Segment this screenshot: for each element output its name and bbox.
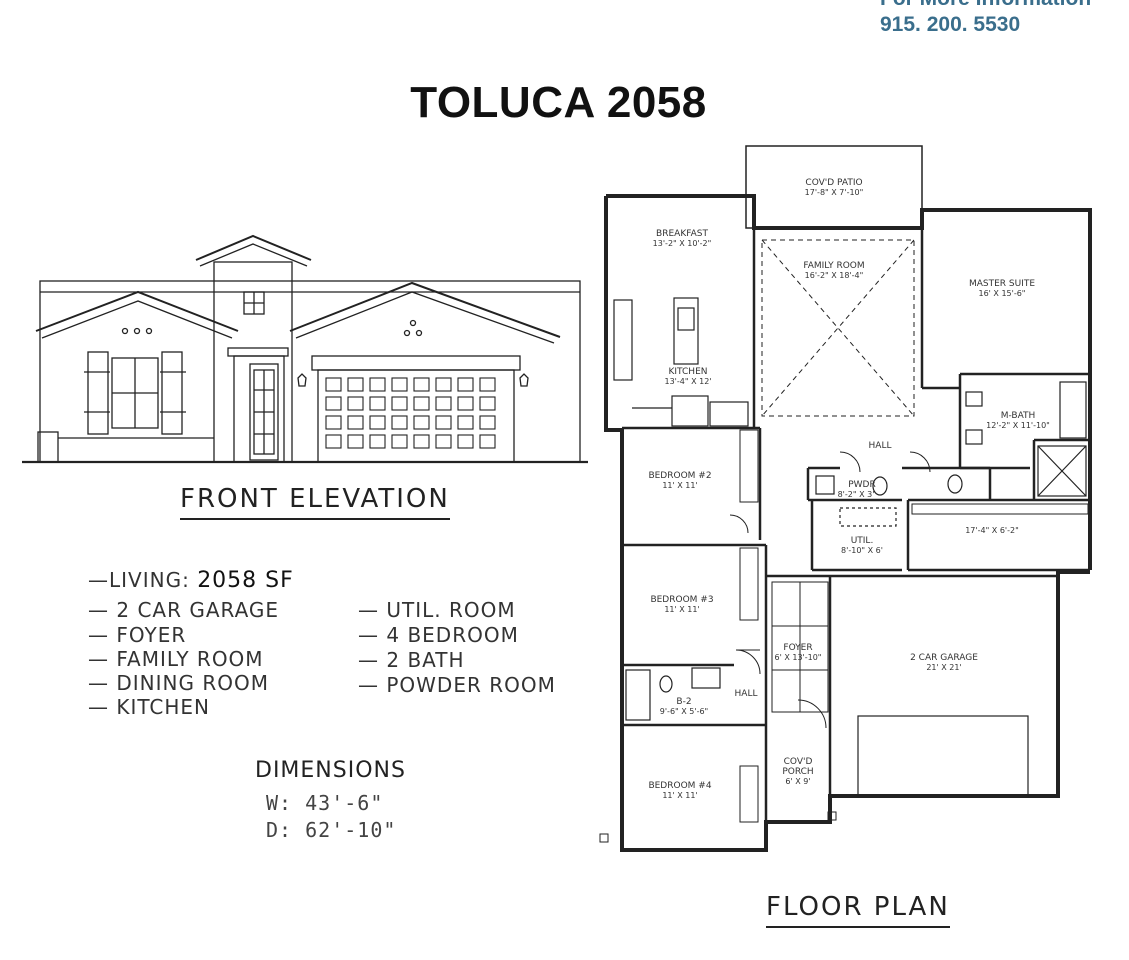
room-size: 17'-4" X 6'-2" bbox=[965, 526, 1019, 535]
feature-item: — 2 BATH bbox=[358, 648, 465, 672]
room-name: BEDROOM #4 bbox=[648, 781, 711, 791]
room-size: 11' X 11' bbox=[662, 481, 697, 490]
page-title: TOLUCA 2058 bbox=[410, 78, 707, 127]
room-size: 8'-10" X 6' bbox=[841, 546, 883, 555]
room-name: HALL bbox=[735, 689, 758, 699]
dimension-depth: D: 62'-10" bbox=[266, 818, 397, 842]
room-size: 16' X 15'-6" bbox=[979, 289, 1026, 298]
room-name: BEDROOM #3 bbox=[650, 595, 713, 605]
room-name: BEDROOM #2 bbox=[648, 471, 711, 481]
room-name: HALL bbox=[869, 441, 892, 451]
floor-plan-drawing bbox=[599, 145, 1092, 852]
feature-item: — 2 CAR GARAGE bbox=[88, 598, 280, 622]
dimensions-heading: DIMENSIONS bbox=[255, 758, 406, 783]
room-name: BREAKFAST bbox=[656, 229, 708, 239]
living-prefix: —LIVING: bbox=[88, 568, 190, 592]
room-labels: COV'D PATIO 17'-8" X 7'-10" BREAKFAST 13… bbox=[648, 178, 1049, 800]
room-size: 13'-2" X 10'-2" bbox=[653, 239, 712, 248]
contact-info: For More Information 915. 200. 5530 bbox=[880, 0, 1129, 38]
contact-phone: 915. 200. 5530 bbox=[880, 13, 1021, 36]
feature-item: — FAMILY ROOM bbox=[88, 647, 264, 671]
room-name: M-BATH bbox=[1001, 411, 1036, 421]
room-size: 11' X 11' bbox=[664, 605, 699, 614]
room-size: 6' X 9' bbox=[785, 777, 810, 786]
room-name: COV'D bbox=[784, 757, 813, 767]
living-area: —LIVING: 2058 SF bbox=[88, 568, 294, 593]
feature-item: — POWDER ROOM bbox=[358, 673, 556, 697]
room-name: FOYER bbox=[783, 643, 812, 653]
room-size: 8'-2" X 3' bbox=[838, 490, 875, 499]
room-name: 2 CAR GARAGE bbox=[910, 653, 978, 663]
room-size: 16'-2" X 18'-4" bbox=[805, 271, 864, 280]
room-size: 11' X 11' bbox=[662, 791, 697, 800]
room-name: B-2 bbox=[676, 697, 691, 707]
room-size: 21' X 21' bbox=[926, 663, 961, 672]
living-value: 2058 SF bbox=[197, 568, 294, 593]
front-elevation-label: FRONT ELEVATION bbox=[180, 484, 450, 520]
room-name: UTIL. bbox=[851, 536, 874, 546]
room-name: MASTER SUITE bbox=[969, 279, 1035, 289]
room-name: PWDR bbox=[848, 480, 876, 490]
front-elevation-drawing bbox=[22, 234, 588, 464]
room-name: FAMILY ROOM bbox=[803, 261, 864, 271]
feature-item: — DINING ROOM bbox=[88, 671, 269, 695]
feature-item: — KITCHEN bbox=[88, 695, 211, 719]
room-size: 6' X 13'-10" bbox=[775, 653, 822, 662]
room-size: 9'-6" X 5'-6" bbox=[660, 707, 708, 716]
room-size: 13'-4" X 12' bbox=[665, 377, 712, 386]
room-name: COV'D PATIO bbox=[805, 178, 862, 188]
feature-item: — FOYER bbox=[88, 623, 187, 647]
feature-item: — 4 BEDROOM bbox=[358, 623, 519, 647]
feature-item: — UTIL. ROOM bbox=[358, 598, 516, 622]
contact-heading: For More Information bbox=[880, 0, 1129, 12]
dimension-width: W: 43'-6" bbox=[266, 791, 384, 815]
room-name: KITCHEN bbox=[669, 367, 708, 377]
room-size: 12'-2" X 11'-10" bbox=[986, 421, 1050, 430]
room-size: 17'-8" X 7'-10" bbox=[805, 188, 864, 197]
room-name: PORCH bbox=[782, 767, 813, 777]
floor-plan-label: FLOOR PLAN bbox=[766, 892, 950, 928]
